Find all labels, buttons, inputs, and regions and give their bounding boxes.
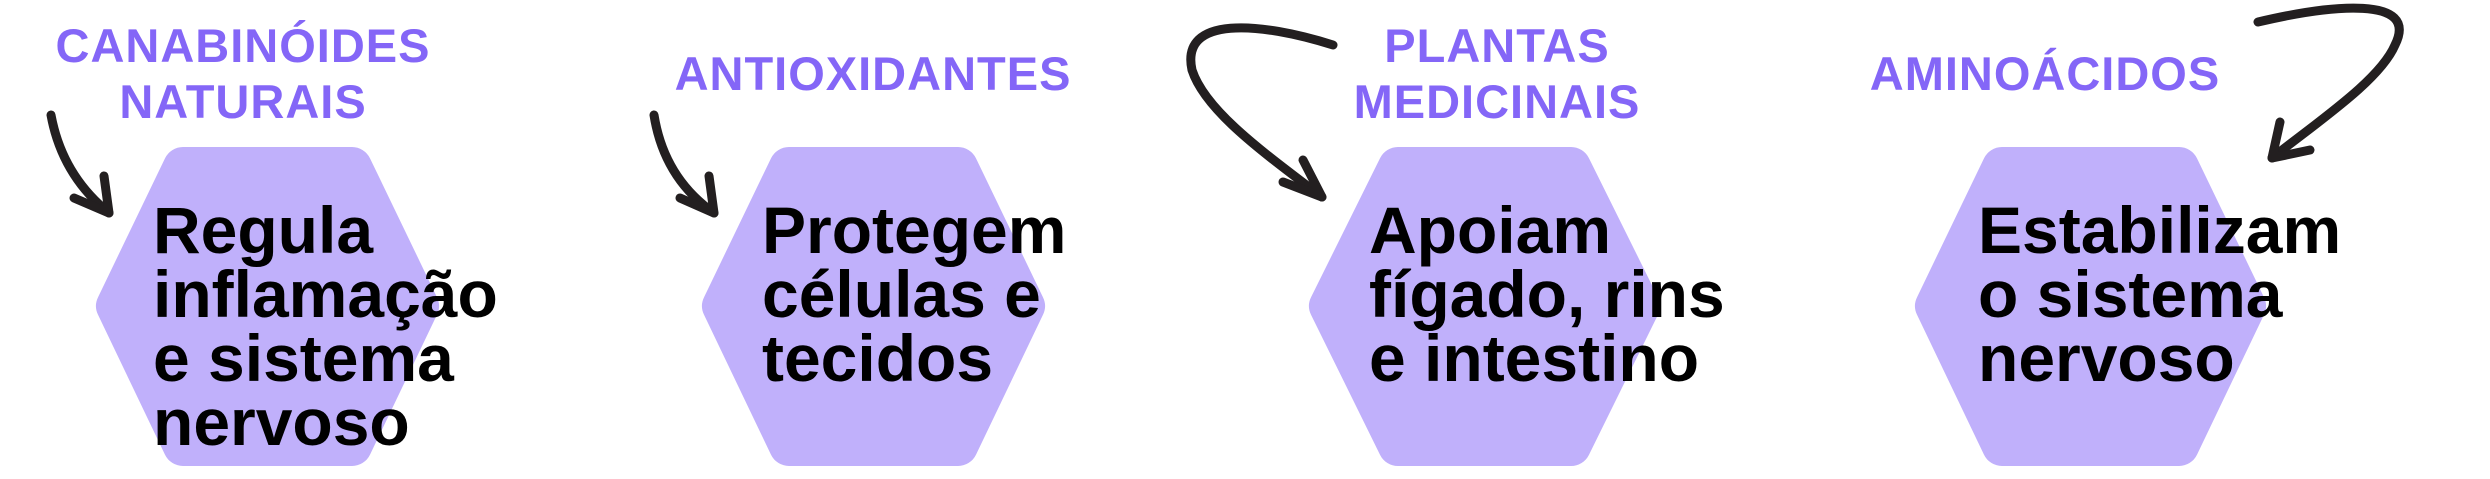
body-line: Apoiam (1369, 193, 1612, 267)
body-line: nervoso (1978, 321, 2235, 395)
arrow-icon-2 (649, 110, 719, 218)
title-line: ANTIOXIDANTES (674, 47, 1072, 100)
arrow-icon-3 (1186, 23, 1338, 202)
body-line: tecidos (762, 321, 994, 395)
card-2-title: ANTIOXIDANTES (675, 46, 1072, 102)
arrow-icon-1 (46, 110, 114, 218)
card-2-body: Protegem células e tecidos (762, 193, 1067, 395)
body-line: células e (762, 257, 1041, 331)
body-line: Protegem (762, 193, 1067, 267)
body-line: o sistema (1978, 257, 2283, 331)
body-line: e intestino (1369, 321, 1700, 395)
body-line: Estabilizam (1978, 193, 2342, 267)
title-line: NATURAIS (119, 75, 367, 128)
card-1-body: Regula inflamação e sistema nervoso (153, 193, 498, 459)
card-3-title: PLANTAS MEDICINAIS (1354, 18, 1641, 130)
card-1-title: CANABINÓIDES NATURAIS (56, 18, 431, 130)
card-4-body: Estabilizam o sistema nervoso (1978, 193, 2342, 395)
title-line: PLANTAS (1384, 19, 1610, 72)
hexagon-2 (702, 147, 1045, 466)
title-line: MEDICINAIS (1353, 75, 1641, 128)
title-line: AMINOÁCIDOS (1869, 47, 2221, 100)
title-line: CANABINÓIDES (55, 19, 431, 72)
card-3-body: Apoiam fígado, rins e intestino (1369, 193, 1725, 395)
body-line: inflamação (153, 257, 498, 331)
hexagon-3 (1309, 147, 1660, 466)
arrow-icon-4 (2253, 3, 2404, 163)
body-line: Regula (153, 193, 374, 267)
body-line: nervoso (153, 385, 410, 459)
body-line: fígado, rins (1369, 257, 1725, 331)
hexagon-4 (1915, 147, 2266, 466)
hexagon-1 (96, 147, 439, 466)
body-line: e sistema (153, 321, 454, 395)
card-4-title: AMINOÁCIDOS (1870, 46, 2220, 102)
